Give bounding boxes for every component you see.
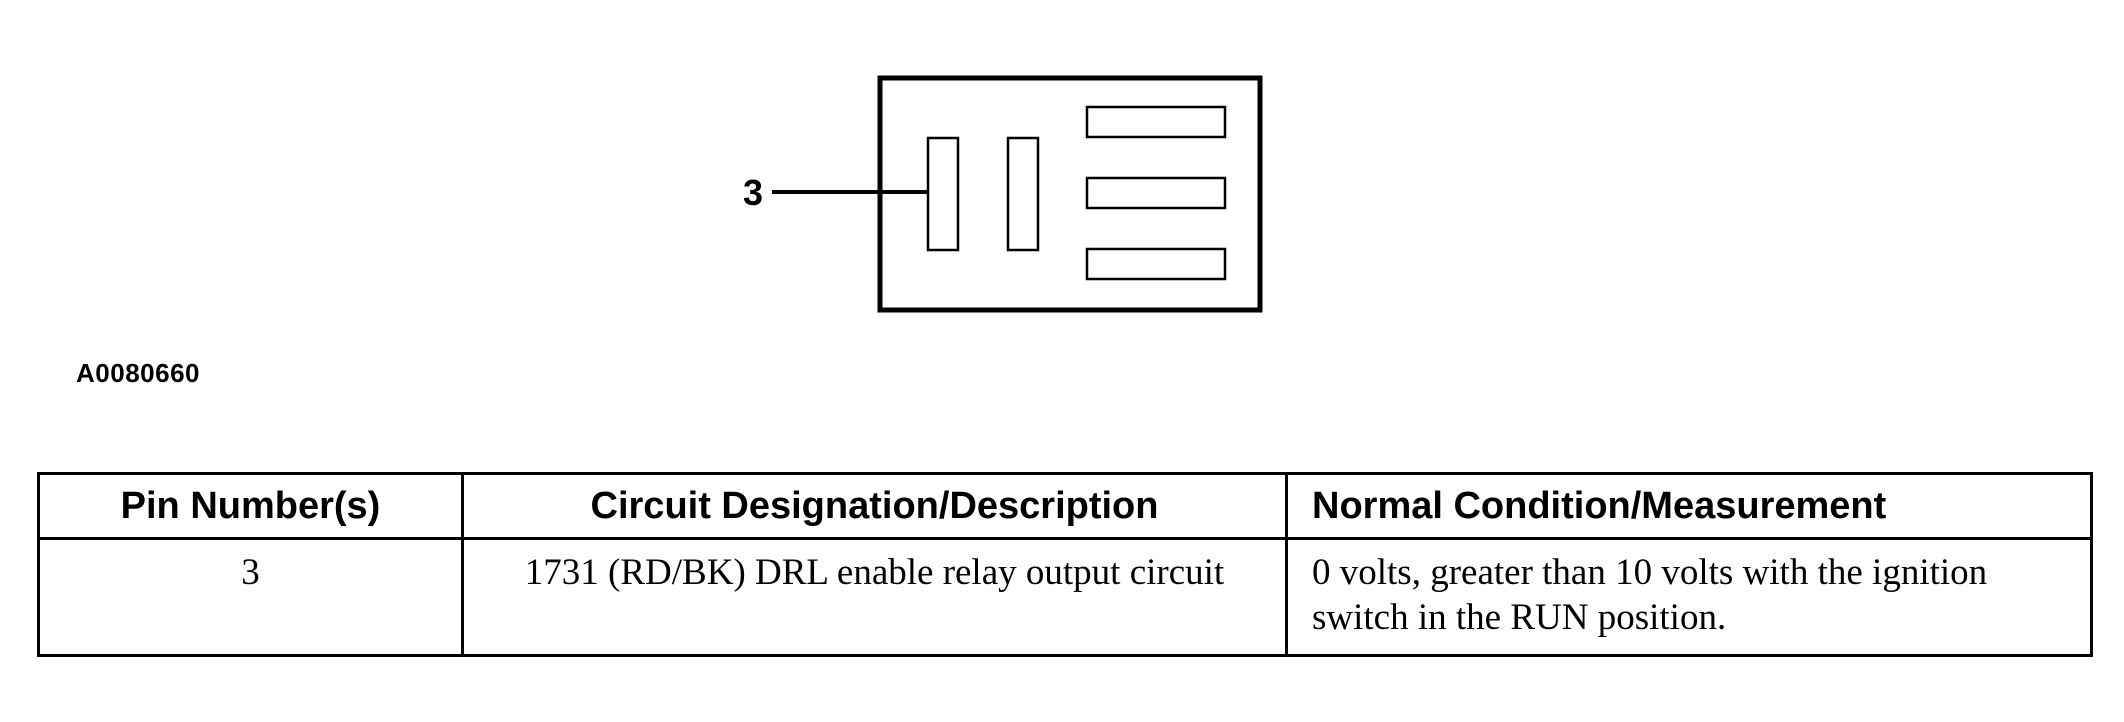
pin-3-callout-label: 3 (743, 172, 763, 213)
cell-circuit-description: 1731 (RD/BK) DRL enable relay output cir… (461, 537, 1288, 657)
connector-pin-vertical-2 (1006, 136, 1040, 252)
cell-normal-condition: 0 volts, greater than 10 volts with the … (1285, 537, 2093, 657)
header-normal-condition: Normal Condition/Measurement (1285, 472, 2093, 540)
table-row: 3 1731 (RD/BK) DRL enable relay output c… (37, 537, 2093, 657)
figure-id: A0080660 (76, 358, 200, 388)
header-pin-numbers: Pin Number(s) (37, 472, 464, 540)
pin-table: Pin Number(s) Circuit Designation/Descri… (37, 472, 2093, 657)
connector-pin-horizontal-2 (1085, 176, 1227, 210)
connector-pin-horizontal-1 (1085, 105, 1227, 139)
connector-pin-3 (926, 136, 960, 252)
cell-pin-number: 3 (37, 537, 464, 657)
connector-housing (877, 75, 1263, 313)
connector-pin-horizontal-3 (1085, 247, 1227, 281)
connector-diagram: 3 (743, 75, 1263, 313)
header-circuit-designation: Circuit Designation/Description (461, 472, 1288, 540)
table-header-row: Pin Number(s) Circuit Designation/Descri… (37, 472, 2093, 540)
